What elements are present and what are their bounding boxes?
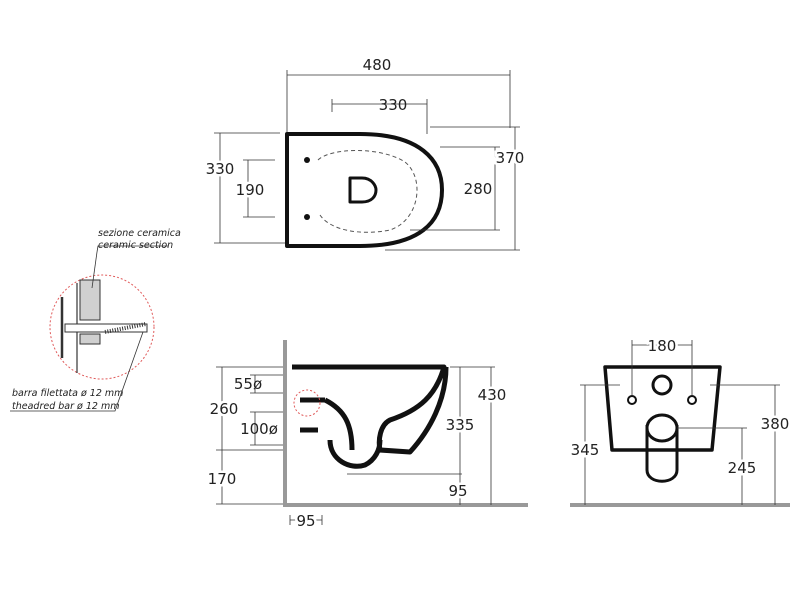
outlet-hole bbox=[348, 176, 378, 204]
dim-335: 335 bbox=[446, 416, 475, 434]
dim-280: 280 bbox=[464, 180, 493, 198]
dim-480: 480 bbox=[363, 56, 392, 74]
dim-330-inner: 330 bbox=[379, 96, 408, 114]
dim-370: 370 bbox=[496, 149, 525, 167]
label-section-en: ceramic section bbox=[98, 240, 173, 251]
fixing-hole bbox=[627, 395, 637, 405]
label-bar-it: barra filettata ø 12 mm bbox=[12, 388, 123, 399]
side-view: 55ø 260 100ø 170 335 430 95 95 bbox=[205, 340, 528, 533]
side-view-outline bbox=[292, 364, 449, 469]
dim-170: 170 bbox=[208, 470, 237, 488]
dim-245: 245 bbox=[728, 459, 757, 477]
fixing-hole bbox=[687, 395, 697, 405]
dim-180: 180 bbox=[648, 337, 677, 355]
dim-380: 380 bbox=[761, 415, 790, 433]
detail-circle bbox=[49, 274, 155, 380]
section-detail: sezione ceramica ceramic section barra f… bbox=[10, 228, 181, 412]
dim-260: 260 bbox=[210, 400, 239, 418]
top-view: 480 330 330 190 280 370 bbox=[203, 56, 527, 251]
dim-100-inlet: 100ø bbox=[240, 420, 278, 438]
wall-floor bbox=[283, 340, 528, 507]
label-bar-en: theadred bar ø 12 mm bbox=[12, 401, 119, 412]
top-view-outline bbox=[285, 132, 444, 248]
fixing-hole bbox=[304, 157, 310, 163]
dim-330-depth: 330 bbox=[206, 160, 235, 178]
seat-outline bbox=[317, 150, 418, 233]
fixing-hole bbox=[304, 214, 310, 220]
dim-345: 345 bbox=[571, 441, 600, 459]
dim-430: 430 bbox=[478, 386, 507, 404]
front-view: 180 345 380 245 bbox=[568, 335, 792, 507]
dim-55-outlet: 55ø bbox=[234, 375, 262, 393]
inlet bbox=[651, 374, 673, 396]
label-section-it: sezione ceramica bbox=[98, 228, 181, 239]
dim-190: 190 bbox=[236, 181, 265, 199]
outlet bbox=[645, 413, 679, 443]
dim-95-wall: 95 bbox=[296, 512, 315, 530]
dim-95-offset: 95 bbox=[448, 482, 467, 500]
front-view-outline bbox=[603, 365, 722, 452]
ceramic-section bbox=[79, 279, 101, 321]
